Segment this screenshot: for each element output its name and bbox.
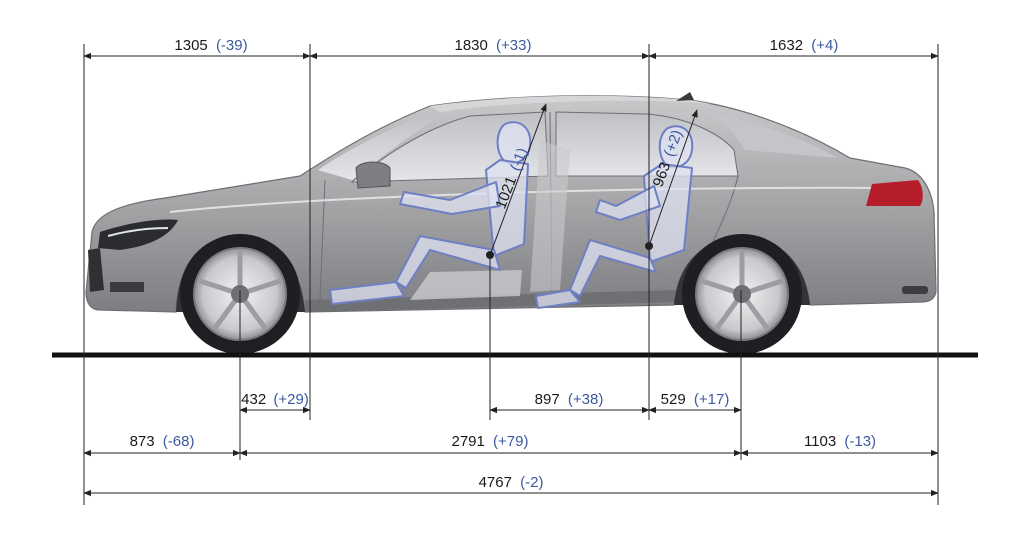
rear-seat-mannequin [535, 125, 694, 309]
dim-cabin-length: 1830 (+33) [455, 37, 532, 54]
dimension-lines [83, 52, 939, 497]
dim-front-overhang: 873 (-68) [130, 433, 195, 450]
rear-wheel [682, 234, 802, 354]
dim-rear-body-length: 1632 (+4) [770, 37, 839, 54]
headlight [98, 219, 178, 250]
dim-front-body-length: 1305 (-39) [174, 37, 247, 54]
dim-rear-overhang: 1103 (-13) [804, 433, 876, 450]
front-seat-mannequin [329, 121, 532, 305]
taillight [866, 180, 923, 206]
dim-wheelbase: 2791 (+79) [452, 433, 529, 450]
sedan-side-view [85, 92, 937, 354]
dim-front-axle-to-cabin: 432 (+29) [241, 391, 309, 408]
dimension-labels: 1305 (-39) 1830 (+33) 1632 (+4) 1021 (-1… [130, 37, 876, 491]
dim-rear-headroom: 963 (+2) [650, 128, 686, 190]
side-mirror [355, 161, 391, 189]
dim-seat-spacing: 897 (+38) [535, 391, 604, 408]
extension-lines [83, 44, 939, 505]
dim-overall-length: 4767 (-2) [479, 474, 544, 491]
window-windshield [318, 112, 440, 180]
dim-rear-hip-to-axle: 529 (+17) [661, 391, 730, 408]
window-rear [555, 111, 739, 177]
window-rear-quarter [712, 114, 838, 158]
